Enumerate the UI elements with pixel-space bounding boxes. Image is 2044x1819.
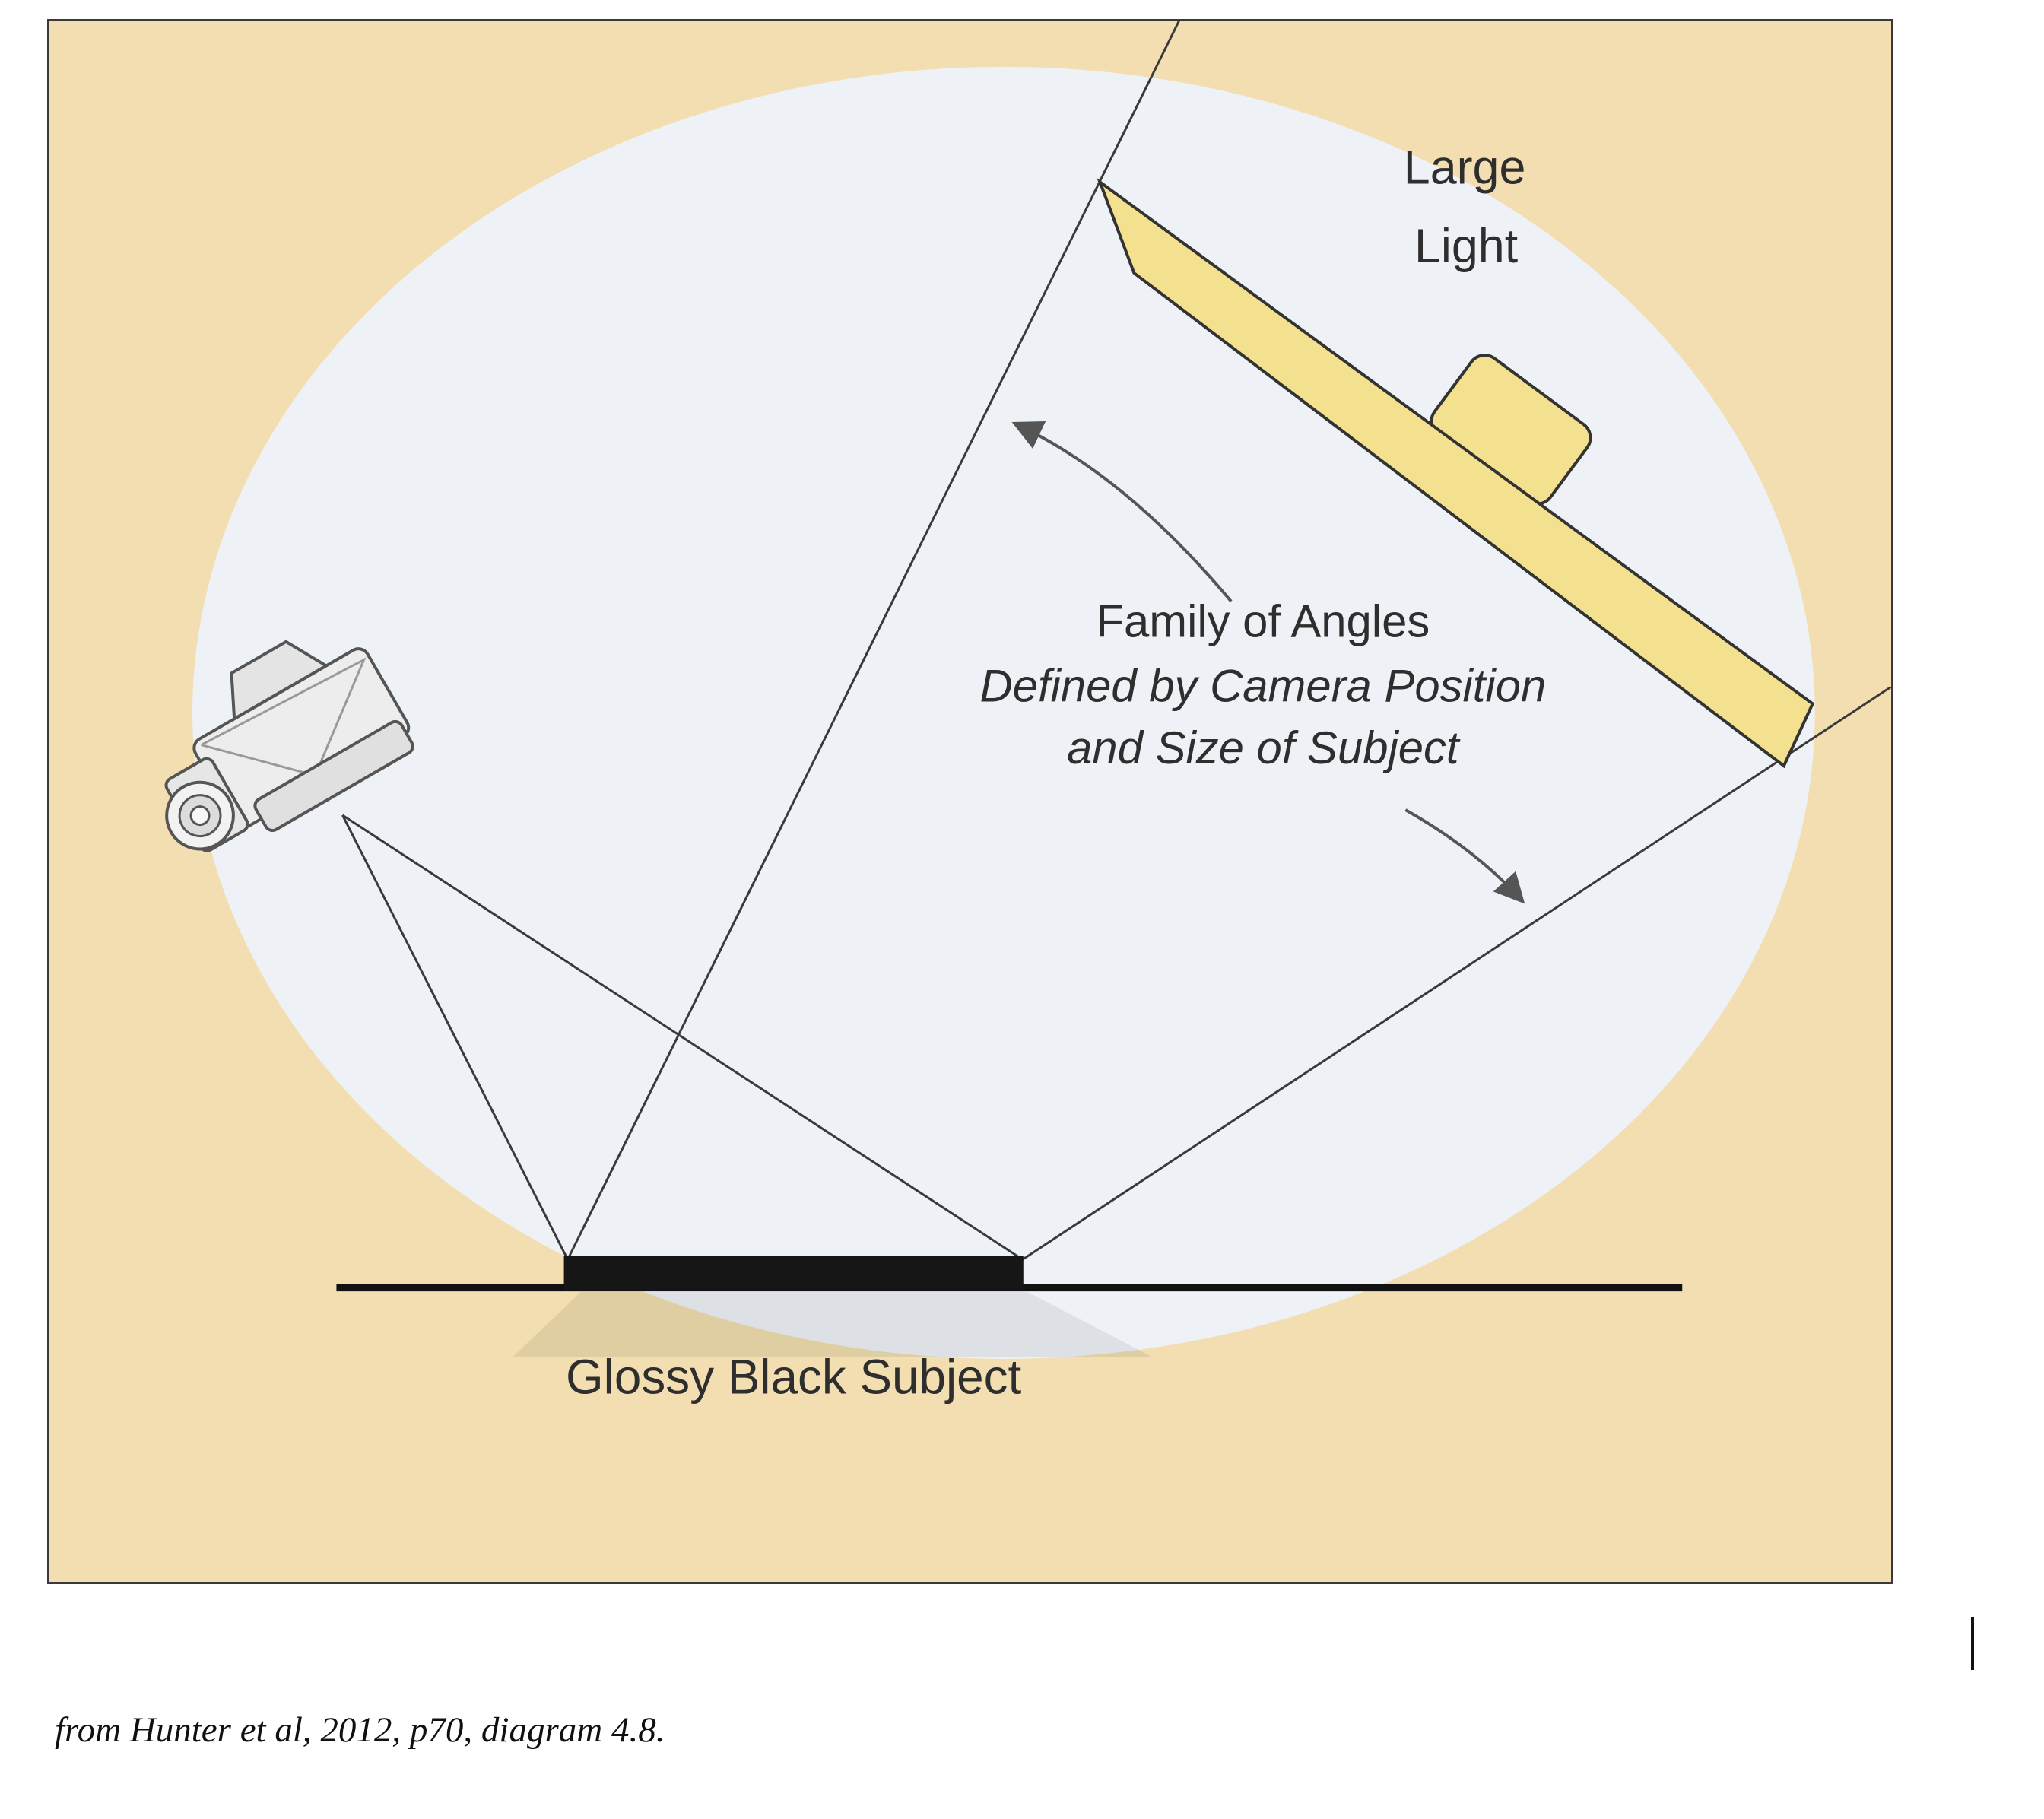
lens-ring-inner [189, 805, 211, 827]
family-label-line3: and Size of Subject [1067, 722, 1461, 773]
text-cursor [1971, 1617, 1974, 1670]
light-label-line2: Light [1414, 220, 1518, 273]
sight-line-right [341, 814, 1024, 1261]
lighting-diagram: Large Light Family of Angles Defined by … [47, 19, 1893, 1584]
sight-line-left [341, 814, 569, 1260]
family-label-line2: Defined by Camera Position [980, 660, 1547, 711]
family-line-right [1021, 686, 1891, 1261]
subject-bar [563, 1256, 1024, 1291]
camera-grip [253, 719, 414, 833]
source-caption: from Hunter et al, 2012, p70, diagram 4.… [55, 1710, 665, 1750]
family-line-left [567, 21, 1180, 1260]
light-label-line1: Large [1404, 141, 1526, 194]
family-label-line1: Family of Angles [1096, 596, 1430, 647]
beam-ellipse [192, 66, 1815, 1359]
subject-label: Glossy Black Subject [566, 1350, 1021, 1405]
light-panel [1097, 177, 1815, 769]
subject-shadow [512, 1292, 1154, 1357]
arrow-to-lower-line [1404, 808, 1525, 904]
camera-back-lines [200, 657, 367, 777]
camera-illustration [164, 640, 414, 852]
camera-prism [230, 640, 329, 722]
arrow-to-upper-line [1011, 421, 1233, 603]
